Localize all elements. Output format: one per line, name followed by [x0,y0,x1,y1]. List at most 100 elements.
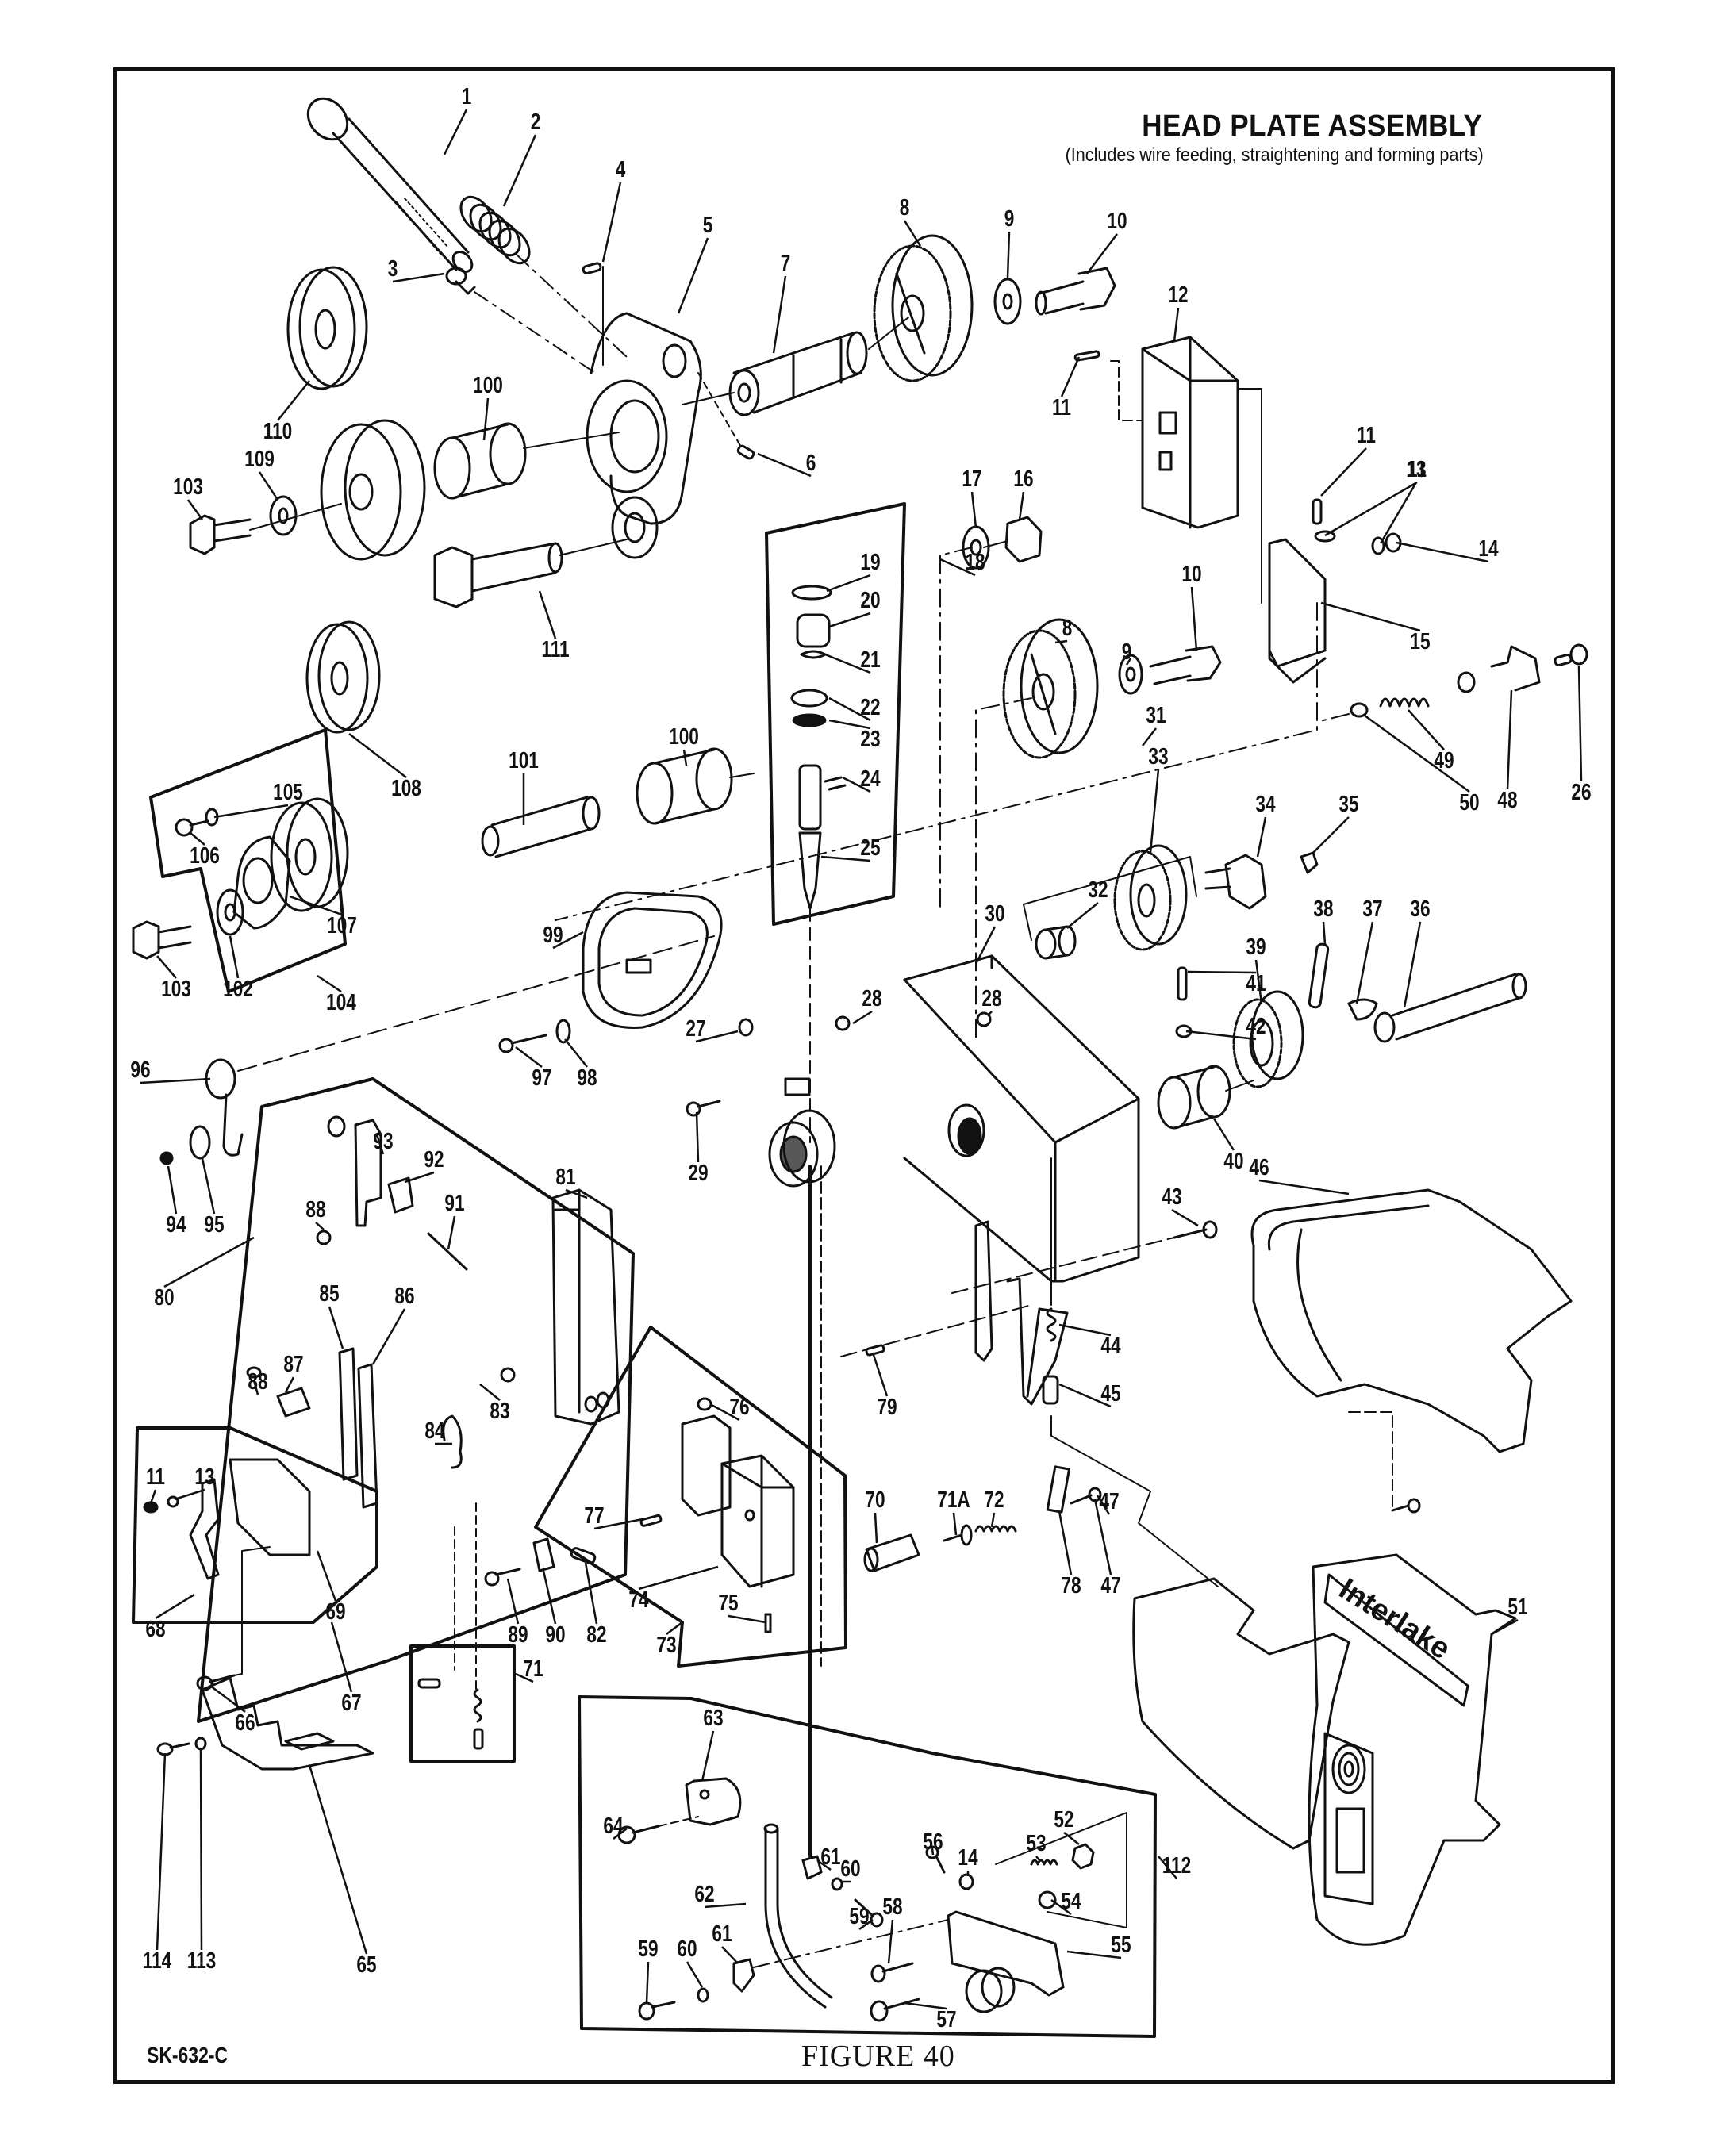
callout-part-22: 22 [860,695,881,720]
part-38-pin [1308,942,1330,1009]
leader-line-part-11 [1320,447,1367,497]
callout-part-94: 94 [166,1212,186,1238]
callout-part-72: 72 [984,1487,1004,1513]
callout-part-92: 92 [424,1147,444,1172]
part-76-screw [697,1397,712,1411]
leader-line-part-39 [1254,959,1263,1004]
leader-line-part-52 [1063,1832,1080,1845]
leader-line-part-16 [1018,491,1025,520]
leader-line-part-57 [904,2001,947,2010]
part-15-bracket [1268,538,1327,684]
callout-part-109: 109 [244,447,275,472]
leader-line-part-88 [315,1222,325,1230]
callout-part-106: 106 [190,843,220,869]
wire-guide-bushing [768,1077,836,1188]
inset-104-box [149,728,347,993]
drawing-number: SK-632-C [147,2043,229,2067]
part-29-screw [686,1100,721,1117]
leader-line-part-105 [213,804,289,819]
part-92-plate [387,1176,414,1214]
leader-line-part-87 [284,1376,295,1393]
part-61-clip-b [732,1958,755,1993]
part-11-screw-b [1312,498,1323,525]
callout-part-74: 74 [628,1587,649,1613]
callout-part-79: 79 [877,1395,897,1420]
callout-part-77: 77 [584,1503,605,1529]
part-101-shaft [481,796,601,858]
part-61-clip-a [801,1855,823,1880]
leader-line-part-93 [375,1134,385,1155]
forming-lever-arm [1006,1277,1069,1406]
part-65-bracket [201,1676,374,1771]
part-69-plate [229,1458,311,1556]
callout-part-103: 103 [161,977,191,1002]
leader-line-part-17 [970,491,977,528]
leader-line-part-55 [1066,1950,1122,1959]
diagram-frame [113,67,1615,2084]
inset-80-box [197,1077,635,1723]
part-110-roller-mid [320,419,426,561]
leader-line-part-65 [308,1764,368,1955]
leader-line-part-68 [155,1593,195,1620]
forming-lever [974,1220,993,1362]
leader-line-part-112 [1158,1856,1177,1879]
callout-part-87: 87 [283,1352,304,1377]
leader-line-part-32 [1066,902,1099,929]
callout-part-88: 88 [305,1197,326,1222]
part-26-screw [1554,643,1588,667]
callout-part-65: 65 [356,1952,377,1978]
part-16-nut [1004,516,1043,563]
leader-line-part-97 [515,1046,543,1068]
callout-part-105: 105 [273,780,303,805]
callout-part-15: 15 [1410,629,1431,654]
callout-part-24: 24 [860,766,881,792]
callout-part-8: 8 [899,195,910,221]
callout-part-86: 86 [394,1284,415,1309]
leader-line-part-69 [316,1550,337,1602]
part-49-spring [1379,697,1430,708]
diagram-subtitle: (Includes wire feeding, straightening an… [1065,144,1484,166]
leader-line-part-114 [156,1752,167,1951]
callout-part-55: 55 [1111,1932,1131,1958]
callout-part-38: 38 [1313,896,1334,922]
leader-line-part-71 [515,1672,534,1683]
leader-line-part-5 [677,237,709,314]
part-89-screw [484,1568,521,1587]
callout-part-29: 29 [688,1161,709,1186]
part-70-plunger [863,1533,920,1572]
part-9-washer-mid [1118,654,1143,695]
leader-line-part-1 [443,109,468,155]
callout-part-88: 88 [248,1369,268,1395]
leader-line-part-111 [538,590,557,639]
leader-line-part-4 [601,182,622,263]
part-34-stud [1204,854,1267,910]
part-51-cover [1132,1553,1517,1946]
part-71-pin [473,1728,484,1750]
leader-line-part-28 [987,1011,993,1016]
leader-line-part-30 [974,926,997,965]
callout-part-47: 47 [1100,1573,1121,1598]
leader-line-part-34 [1256,816,1267,858]
callout-part-60: 60 [677,1936,697,1962]
part-9-washer-top [993,278,1022,325]
part-8-gear-mid [1002,618,1099,759]
leader-line-part-25 [820,855,871,862]
leader-line-part-54 [1050,1898,1072,1916]
part-88-screw-a [316,1230,332,1245]
part-87-block [276,1387,311,1418]
part-10-bolt-mid [1149,645,1222,685]
callout-part-19: 19 [860,550,881,575]
leader-line-part-9 [1006,231,1011,278]
figure-caption: FIGURE 40 [801,2040,955,2073]
part-40-bushing [1157,1065,1231,1130]
part-8-gear-top [873,234,974,382]
part-1-bolt [306,97,474,274]
leader-line-part-44 [1058,1323,1112,1337]
part-3-screw [445,267,476,295]
leader-line-part-48 [1506,689,1513,790]
part-47-screw-right [1391,1498,1421,1514]
leader-line-part-86 [371,1308,406,1365]
inset-71-box [409,1644,516,1763]
leader-line-part-33 [1149,769,1160,854]
